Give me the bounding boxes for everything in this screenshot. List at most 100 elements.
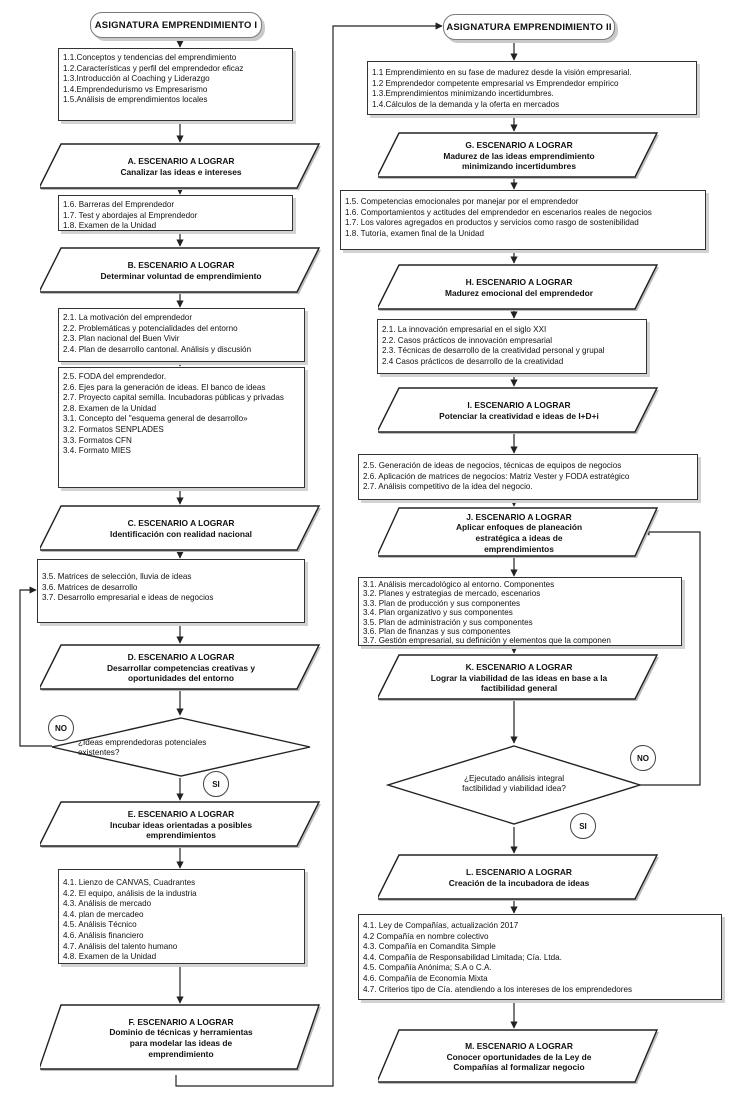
scenario-g-heading: G. ESCENARIO A LOGRAR [465,140,573,151]
list-item: 1.7. Test y abordajes al Emprendedor [63,210,198,220]
decision-diamond-right [386,745,642,825]
list-item: 4.1. Lienzo de CANVAS, Cuadrantes [63,878,196,887]
content-box-r1: 1.1 Emprendimiento en su fase de madurez… [367,61,697,115]
scenario-g: G. ESCENARIO A LOGRAR Madurez de las ide… [378,132,660,180]
decision-line: existentes? [78,748,120,758]
content-box-l4: 2.5. FODA del emprendedor. 2.6. Ejes par… [58,367,305,488]
content-box-l3: 2.1. La motivación del emprendedor 2.2. … [58,308,305,362]
si-badge-right: SI [570,813,596,839]
list-item: 2.7. Proyecto capital semilla. Incubador… [63,393,284,403]
scenario-f-text-2: para modelar las ideas de [129,1038,233,1048]
scenario-m-text-2: Compañías al formalizar negocio [453,1062,585,1073]
scenario-j-text: Aplicar enfoques de planeación [455,522,583,533]
list-item: 4.7. Análisis del talento humano [63,941,178,951]
list-item: 1.3.Emprendimientos minimizando incertid… [372,89,554,99]
list-item: 3.2. Planes y estrategias de mercado, es… [363,589,541,599]
scenario-c: C. ESCENARIO A LOGRAR Identificación con… [40,505,322,553]
scenario-h: H. ESCENARIO A LOGRAR Madurez emocional … [378,264,660,312]
list-item: 2.3. Plan nacional del Buen Vivir [63,334,180,344]
scenario-k-text: Lograr la viabilidad de las ideas en bas… [430,672,608,683]
list-item: 1.8. Tutoría, examen final de la Unidad [345,228,485,238]
si-badge-left: SI [203,771,229,797]
list-item: 4.5. Compañía Anónima; S.A o C.A. [363,963,492,973]
decision-question-left: ¿Ideas emprendedoras potenciales existen… [78,738,206,759]
list-item: 4.2 Compañía en nombre colectivo [363,931,489,941]
scenario-d-heading: D. ESCENARIO A LOGRAR [127,652,235,663]
list-item: 4.5. Análisis Técnico [63,920,137,930]
list-item: 4.4. Compañía de Responsabilidad Limitad… [363,952,562,962]
scenario-m: M. ESCENARIO A LOGRAR Conocer oportunida… [378,1029,660,1085]
scenario-g-text: Madurez de las ideas emprendimiento [443,150,595,161]
list-item: 4.6. Compañía de Economía Mixta [363,973,488,983]
list-item: 4.1. Ley de Compañías, actualización 201… [363,921,519,930]
decision-line: ¿Ejecutado análisis integral [463,774,565,783]
scenario-m-heading: M. ESCENARIO A LOGRAR [465,1041,573,1052]
list-item: 1.1.Conceptos y tendencias del emprendim… [63,53,237,62]
content-box-l2: 1.6. Barreras del Emprendedor 1.7. Test … [58,195,293,231]
list-item: 3.2. Formatos SENPLADES [63,424,164,434]
scenario-k: K. ESCENARIO A LOGRAR Lograr la viabilid… [378,654,660,702]
list-item: 2.1. La motivación del emprendedor [63,313,193,322]
scenario-l: L. ESCENARIO A LOGRAR Creación de la inc… [378,854,660,902]
list-item: 1.2 Emprendedor competente empresarial v… [372,78,619,88]
list-item: 3.6. Matrices de desarrollo [42,582,138,592]
content-box-l1: 1.1.Conceptos y tendencias del emprendim… [58,48,293,121]
list-item: 1.6. Barreras del Emprendedor [63,200,175,209]
scenario-e-text-2: emprendimientos [146,830,216,841]
scenario-i-text: Potenciar la creatividad e ideas de I+D+… [439,411,599,421]
list-item: 4.2. El equipo, análisis de la industria [63,888,197,898]
no-badge-right: NO [630,745,656,771]
content-box-l5: 3.5. Matrices de selección, lluvia de id… [37,559,305,623]
content-box-r3: 2.1. La innovación empresarial en el sig… [377,319,647,374]
content-box-l6: 4.1. Lienzo de CANVAS, Cuadrantes 4.2. E… [58,869,305,964]
list-item: 1.5.Análisis de emprendimientos locales [63,95,208,105]
list-item: 3.5. Plan de administración y sus compon… [363,617,533,627]
decision-question-right: ¿Ejecutado análisis integral factibilida… [448,774,580,795]
scenario-f: F. ESCENARIO A LOGRAR Dominio de técnica… [40,1004,322,1072]
scenario-b: B. ESCENARIO A LOGRAR Determinar volunta… [40,247,322,295]
list-item: 2.1. La innovación empresarial en el sig… [382,325,547,334]
list-item: 2.2. Casos prácticos de innovación empre… [382,335,553,345]
list-item: 3.4. Plan organizativo y sus componentes [363,608,513,618]
list-item: 4.6. Análisis financiero [63,930,144,940]
content-box-r5: 3.1. Análisis mercadológico al entorno. … [358,577,682,646]
scenario-i: I. ESCENARIO A LOGRAR Potenciar la creat… [378,387,660,435]
content-box-r4: 2.5. Generación de ideas de negocios, té… [358,454,698,500]
scenario-g-text-2: minimizando incertidumbres [461,161,576,172]
list-item: 2.7. Análisis competitivo de la idea del… [363,482,533,492]
scenario-e: E. ESCENARIO A LOGRAR Incubar ideas orie… [40,801,322,849]
scenario-j-text-3: emprendimientos [484,543,554,554]
scenario-f-text: Dominio de técnicas y herramientas [109,1027,253,1038]
list-item: 3.1. Concepto del "esquema general de de… [63,414,248,424]
list-item: 2.6. Ejes para la generación de ideas. E… [63,382,266,392]
scenario-m-text: Conocer oportunidades de la Ley de [446,1051,592,1062]
scenario-j-heading: J. ESCENARIO A LOGRAR [466,511,572,522]
list-item: 1.7. Los valores agregados en productos … [345,218,639,228]
scenario-j-text-2: estratégica a ideas de [475,533,563,543]
list-item: 2.4 Casos prácticos de desarrollo de la … [382,356,564,366]
scenario-b-text: Determinar voluntad de emprendimiento [100,271,262,281]
title-emprendimiento-2: ASIGNATURA EMPRENDIMIENTO II [443,14,615,40]
list-item: 1.4.Cálculos de la demanda y la oferta e… [372,99,560,109]
list-item: 4.3. Análisis de mercado [63,899,152,909]
list-item: 2.3. Técnicas de desarrollo de la creati… [382,346,605,356]
list-item: 4.4. plan de mercadeo [63,909,144,919]
scenario-l-text: Creación de la incubadora de ideas [448,878,590,888]
scenario-a-text: Canalizar las ideas e intereses [120,167,242,177]
scenario-a: A. ESCENARIO A LOGRAR Canalizar las idea… [40,143,322,191]
scenario-f-text-3: emprendimiento [148,1048,214,1059]
list-item: 3.7. Gestión empresarial, su definición … [363,636,611,646]
list-item: 4.8. Examen de la Unidad [63,952,157,962]
list-item: 3.5. Matrices de selección, lluvia de id… [42,572,192,581]
scenario-f-heading: F. ESCENARIO A LOGRAR [128,1016,234,1027]
scenario-b-heading: B. ESCENARIO A LOGRAR [127,260,235,271]
list-item: 2.2. Problemáticas y potencialidades del… [63,323,238,333]
list-item: 1.5. Competencias emocionales por maneja… [345,197,579,206]
scenario-h-text: Madurez emocional del emprendedor [445,288,593,298]
title-emprendimiento-1: ASIGNATURA EMPRENDIMIENTO I [90,12,262,38]
decision-diamond-left [51,717,311,777]
scenario-j: J. ESCENARIO A LOGRAR Aplicar enfoques d… [378,507,660,559]
list-item: 3.6. Plan de finanzas y sus componentes [363,627,511,637]
scenario-l-heading: L. ESCENARIO A LOGRAR [466,867,572,878]
list-item: 2.6. Aplicación de matrices de negocios:… [363,471,630,481]
